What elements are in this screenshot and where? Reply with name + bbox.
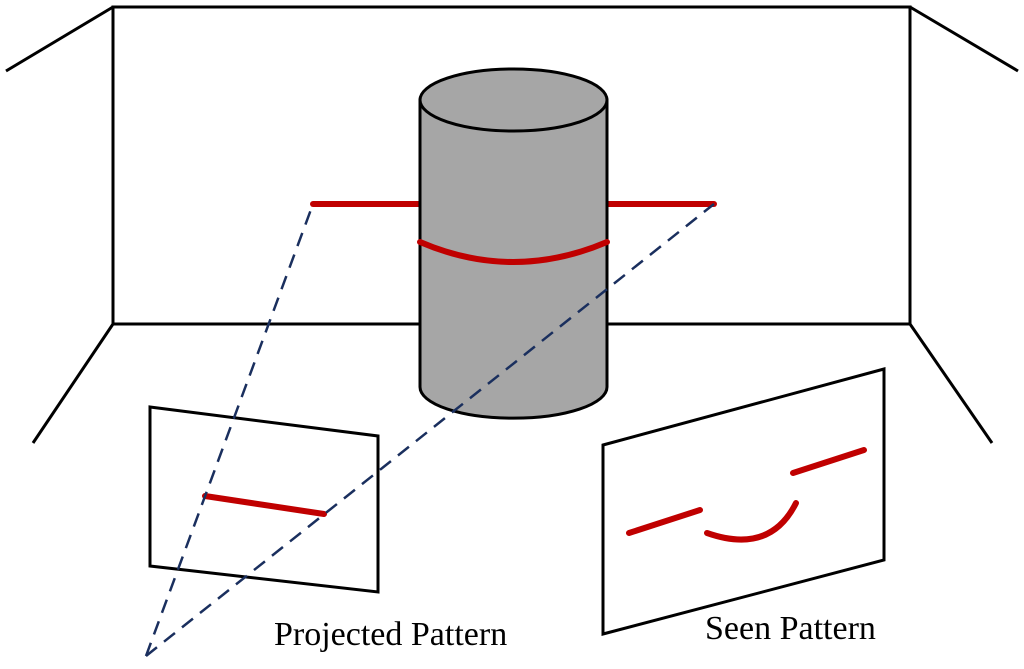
projection-ray-left [144, 203, 315, 657]
left-wall-top-edge [5, 5, 114, 73]
cylinder-laser-stripe [417, 239, 610, 265]
projected-pattern-plane [148, 405, 380, 594]
projected-pattern-label: Projected Pattern [274, 616, 508, 653]
seen-stripe-left [626, 507, 703, 536]
projected-pattern-stripe [202, 493, 327, 517]
cylinder-top [418, 67, 609, 133]
seen-pattern-label: Seen Pattern [705, 610, 876, 647]
seen-pattern-plane [601, 367, 886, 636]
cylinder [418, 67, 609, 420]
right-wall-top-edge [909, 5, 1019, 73]
seen-pattern-stripes [626, 447, 867, 543]
projection-rays [144, 203, 715, 657]
right-wall-bottom-edge [908, 323, 994, 444]
projection-ray-right [145, 203, 715, 657]
seen-stripe-curve [704, 500, 799, 543]
seen-stripe-right [790, 447, 867, 476]
left-wall-bottom-edge [31, 323, 115, 444]
